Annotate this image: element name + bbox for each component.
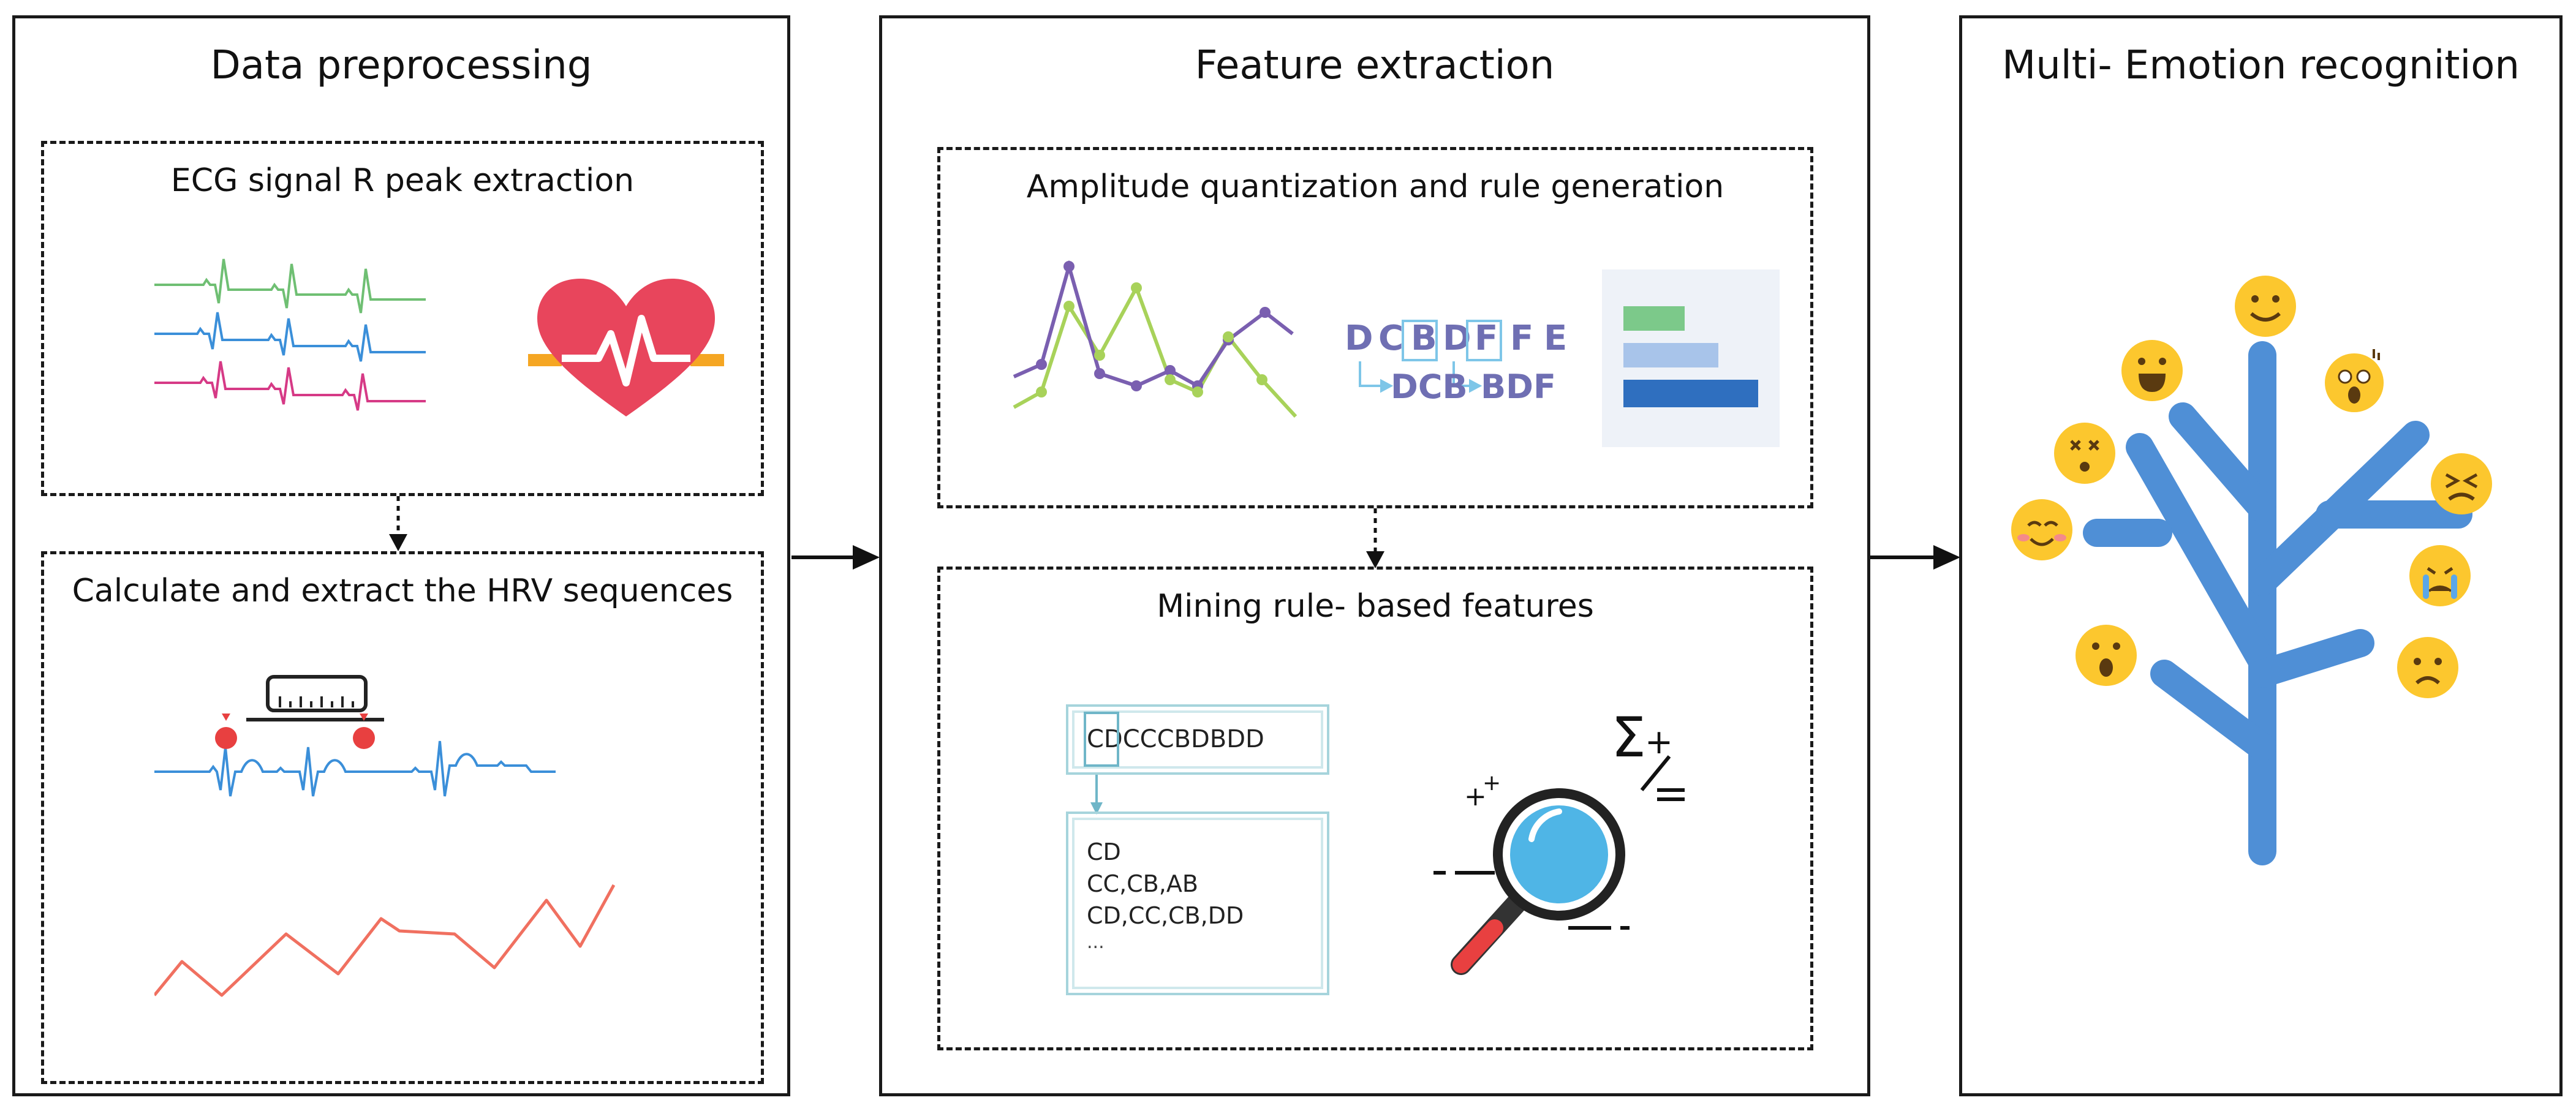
- sequence-box: CDCCCBDBDD: [1066, 704, 1329, 775]
- symbol-letter: C: [1378, 318, 1404, 358]
- ecg-trace-green: [154, 258, 426, 314]
- crying-emoji-icon: [2409, 545, 2471, 606]
- symbol-letter: E: [1544, 318, 1568, 358]
- ecg-trace-pink: [154, 361, 426, 411]
- arrow-feature-to-recognition: [1870, 545, 1960, 570]
- rule-label-bdf: BDF: [1481, 367, 1556, 406]
- box-title-hrv: Calculate and extract the HRV sequences: [72, 573, 733, 609]
- ecg-trace-blue: [154, 312, 426, 362]
- rr-interval-graphic: [154, 675, 556, 797]
- emotion-tree-graphic: [2011, 276, 2492, 865]
- rules-box: CD CC,CB,AB CD,CC,CB,DD ...: [1066, 812, 1329, 995]
- amplitude-series-graphic: [1013, 260, 1297, 418]
- magnifier-math-icon: Σ + + +: [1433, 706, 1685, 975]
- symbol-letter: F: [1475, 318, 1498, 358]
- panel-feature-extraction: Feature extraction Amplitude quantizatio…: [879, 15, 1870, 1096]
- rule-line: CD: [1087, 838, 1121, 865]
- ecg-signals-graphic: [154, 258, 426, 411]
- sequence-to-rules-arrow: [1090, 775, 1103, 815]
- box-title-mining: Mining rule- based features: [1157, 588, 1594, 625]
- sad-emoji-icon: [2397, 637, 2458, 698]
- rule-line: CC,CB,AB: [1087, 870, 1198, 897]
- sum-symbol: Σ: [1611, 706, 1646, 770]
- panel-title-preprocessing: Data preprocessing: [210, 43, 592, 88]
- connector-quantization-to-mining: [1366, 508, 1384, 568]
- svg-text:+: +: [1645, 722, 1673, 761]
- symbol-brackets: [1359, 320, 1502, 393]
- box-title-quantization: Amplitude quantization and rule generati…: [1026, 168, 1724, 205]
- symbol-letter: F: [1510, 318, 1534, 358]
- dizzy-emoji-icon: [2054, 423, 2115, 484]
- svg-text:+: +: [1483, 770, 1501, 796]
- box-hrv-sequences: Calculate and extract the HRV sequences: [41, 551, 764, 1084]
- arrow-preprocess-to-feature: [791, 545, 880, 570]
- bar-chart-icon: [1602, 269, 1780, 447]
- panel-title-feature: Feature extraction: [1195, 43, 1555, 88]
- window-highlight: [1084, 712, 1119, 767]
- decision-tree-icon: [2083, 341, 2472, 865]
- rule-line: ...: [1087, 932, 1105, 953]
- smile-emoji-icon: [2235, 276, 2296, 337]
- box-ecg-r-peak: ECG signal R peak extraction: [41, 141, 764, 496]
- hrv-sequence-line: [154, 884, 616, 997]
- grin-emoji-icon: [2121, 340, 2183, 401]
- rule-label-dcb: DCB: [1391, 367, 1468, 406]
- blush-smile-emoji-icon: [2011, 499, 2072, 560]
- ruler-icon: [246, 675, 384, 721]
- symbol-letter: B: [1411, 318, 1437, 358]
- connector-ecg-to-hrv: [389, 496, 407, 551]
- symbol-sequence: D C B D F F E DCB: [1345, 318, 1590, 435]
- box-mining-rule-features: Mining rule- based features CDCCCBDBDD C…: [937, 567, 1813, 1050]
- box-amplitude-quantization: Amplitude quantization and rule generati…: [937, 147, 1813, 508]
- heart-pulse-icon: [528, 279, 724, 416]
- panel-title-recognition: Multi- Emotion recognition: [2002, 43, 2520, 88]
- svg-text:+: +: [1464, 781, 1487, 812]
- symbol-letter: D: [1345, 318, 1373, 358]
- panel-data-preprocessing: Data preprocessing ECG signal R peak ext…: [12, 15, 790, 1096]
- angry-emoji-icon: [2431, 453, 2492, 514]
- box-title-ecg: ECG signal R peak extraction: [170, 162, 635, 199]
- shocked-emoji-icon: [2325, 349, 2384, 412]
- surprised-emoji-icon: [2076, 625, 2137, 686]
- sequence-text: CDCCCBDBDD: [1087, 725, 1264, 753]
- rule-line: CD,CC,CB,DD: [1087, 902, 1244, 929]
- panel-emotion-recognition: Multi- Emotion recognition: [1959, 15, 2563, 1096]
